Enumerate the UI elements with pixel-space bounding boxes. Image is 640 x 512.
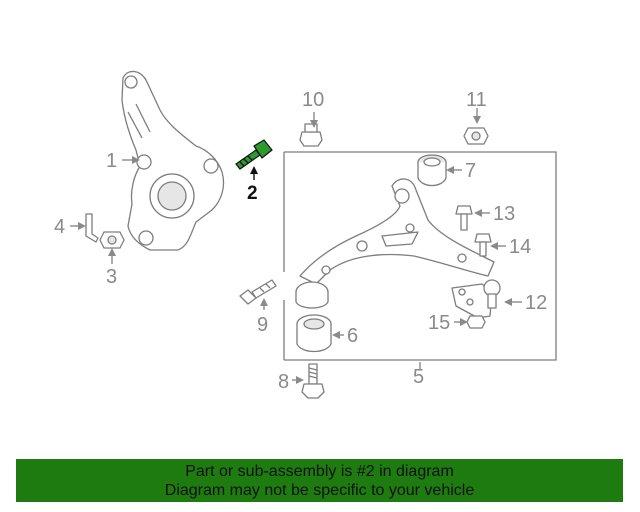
- lower-control-arm: [295, 178, 495, 309]
- flange-nut-part-10: [299, 123, 323, 147]
- callout-13: 13: [493, 203, 515, 225]
- banner-line-2: Diagram may not be specific to your vehi…: [164, 482, 475, 499]
- nut-part-11: [463, 127, 489, 145]
- callout-1: 1: [106, 150, 117, 172]
- callout-15: 15: [428, 312, 450, 334]
- callout-2: 2: [247, 183, 258, 204]
- callout-12: 12: [525, 292, 547, 314]
- callout-3: 3: [106, 266, 117, 288]
- bolt-part-14: [474, 233, 492, 257]
- callout-10: 10: [302, 89, 324, 111]
- ball-joint-part-12: [451, 279, 501, 319]
- nut-part-15: [466, 315, 486, 329]
- assembly-bracket-part-5: [283, 151, 557, 361]
- bushing-part-6: [296, 314, 332, 353]
- bolt-part-9: [239, 279, 277, 305]
- parts-diagram: 1 2 3 4 5 6 7 8 9 10 11 12 13 14 15: [54, 70, 557, 399]
- callout-7: 7: [465, 160, 476, 182]
- callout-5: 5: [413, 366, 424, 388]
- callout-14: 14: [509, 236, 531, 258]
- callout-9: 9: [257, 314, 268, 336]
- highlighted-bolt-part-2: [235, 139, 273, 170]
- leader-lines: [70, 108, 522, 384]
- callout-6: 6: [347, 325, 358, 347]
- callout-11: 11: [466, 89, 487, 111]
- bolt-part-13: [455, 205, 473, 231]
- callout-4: 4: [54, 216, 65, 238]
- bolt-part-8: [301, 363, 325, 399]
- steering-knuckle: [121, 70, 225, 251]
- bushing-part-7: [417, 154, 447, 187]
- part-info-banner: Part or sub-assembly is #2 in diagram Di…: [16, 459, 623, 502]
- clip-part: [85, 213, 99, 243]
- banner-line-1: Part or sub-assembly is #2 in diagram: [185, 463, 454, 480]
- callout-8: 8: [278, 371, 289, 393]
- nut-part-3: [99, 231, 125, 249]
